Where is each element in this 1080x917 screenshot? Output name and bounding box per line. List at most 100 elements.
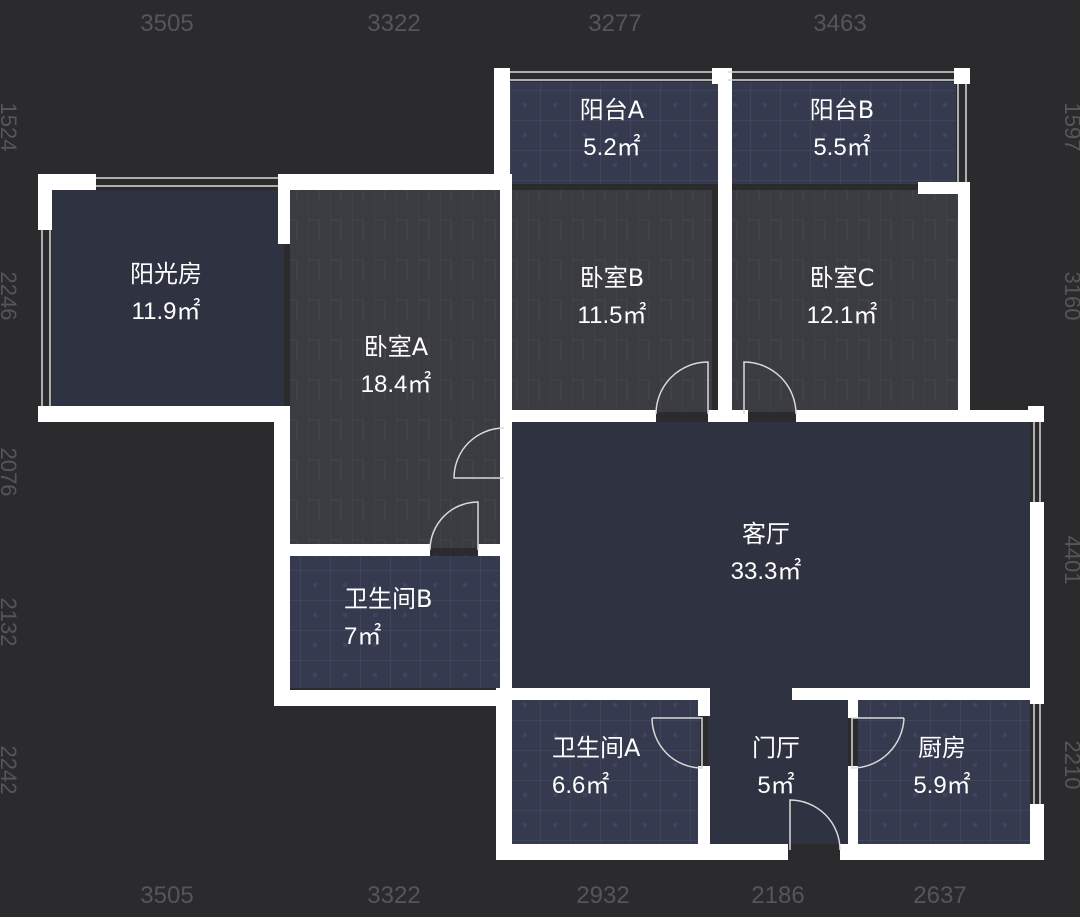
room-area: 7㎡ (344, 623, 382, 650)
room-area: 18.4㎡ (360, 371, 432, 398)
door-bedroom-b (655, 361, 709, 415)
wall (278, 174, 512, 190)
room-name: 阳台A (579, 96, 645, 124)
wall (500, 476, 512, 546)
room-floors (52, 82, 1030, 844)
window (96, 177, 278, 187)
door-bathroom-b (429, 501, 479, 551)
wall (38, 174, 96, 190)
room-area: 5.5㎡ (813, 134, 871, 161)
room-area: 11.9㎡ (131, 298, 201, 325)
wall (496, 844, 788, 860)
kitchen-floor (858, 700, 1030, 844)
room-label-foyer: 门厅 5㎡ (752, 729, 800, 805)
balcony-b-floor (732, 82, 956, 184)
wall (500, 410, 656, 422)
room-label-living-room: 客厅 33.3㎡ (731, 515, 802, 591)
room-area: 11.5㎡ (577, 302, 647, 329)
window (1033, 422, 1041, 502)
wall (848, 700, 858, 718)
room-name: 阳台B (809, 96, 875, 124)
room-area: 5㎡ (757, 772, 795, 799)
wall (274, 406, 290, 706)
room-label-bathroom-b: 卫生间B 7㎡ (344, 580, 432, 656)
bedroom-c-floor (732, 190, 960, 412)
walls (38, 68, 1044, 860)
dimension-top-3: 3277 (588, 10, 642, 37)
room-area: 5.9㎡ (913, 772, 971, 799)
wall (958, 182, 970, 422)
wall (1028, 406, 1044, 422)
doors (429, 361, 905, 851)
room-name: 卧室C (809, 264, 875, 292)
wall (954, 68, 970, 84)
window (728, 71, 954, 81)
door-kitchen (851, 717, 905, 769)
room-label-balcony-a: 阳台A 5.2㎡ (580, 91, 644, 167)
room-area: 6.6㎡ (552, 772, 610, 799)
dimension-top-4: 3463 (813, 10, 867, 37)
wall (1030, 502, 1044, 704)
room-name: 客厅 (742, 520, 790, 548)
bathroom-b-floor (290, 556, 502, 688)
room-name: 门厅 (752, 734, 800, 762)
wall (792, 688, 1044, 700)
door-bedroom-a (453, 427, 505, 479)
room-name: 厨房 (918, 734, 966, 762)
room-name: 阳光房 (130, 260, 202, 288)
dimension-bottom-5: 2637 (913, 882, 967, 909)
dimension-top-1: 3505 (140, 10, 194, 37)
room-label-bedroom-a: 卧室A 18.4㎡ (361, 328, 432, 404)
door-bathroom-a (651, 717, 703, 769)
balcony-a-floor (510, 82, 720, 184)
wall (496, 688, 512, 860)
dimension-bottom-2: 3322 (367, 882, 421, 909)
wall (512, 688, 710, 700)
wall (796, 410, 1030, 422)
sunroom-floor (52, 190, 284, 408)
window (41, 230, 51, 406)
room-label-bedroom-c: 卧室C 12.1㎡ (807, 259, 878, 335)
room-area: 33.3㎡ (730, 558, 802, 585)
window (510, 71, 712, 81)
room-label-kitchen: 厨房 5.9㎡ (913, 729, 970, 805)
foyer-floor (708, 690, 848, 844)
wall (840, 844, 1044, 860)
room-name: 卫生间A (552, 734, 641, 762)
wall (500, 186, 512, 546)
dimension-bottom-3: 2932 (576, 882, 630, 909)
room-area: 5.2㎡ (583, 134, 641, 161)
bedroom-a-floor (290, 190, 502, 548)
wall (848, 766, 858, 860)
wall (494, 68, 510, 188)
window (957, 84, 967, 182)
wall (698, 766, 710, 860)
bathroom-a-floor (512, 700, 700, 844)
wall (500, 544, 512, 694)
door-entrance (789, 799, 841, 851)
wall (718, 68, 732, 422)
dimension-bottom-4: 2186 (751, 882, 805, 909)
room-label-bedroom-b: 卧室B 11.5㎡ (578, 259, 647, 335)
wall (708, 410, 748, 422)
wall (918, 182, 970, 194)
wall (698, 688, 710, 716)
wall (284, 544, 430, 556)
room-label-sunroom: 阳光房 11.9㎡ (130, 255, 202, 331)
dimension-top-2: 3322 (367, 10, 421, 37)
living-room-floor (512, 422, 1030, 690)
room-name: 卧室B (579, 264, 645, 292)
room-area: 12.1㎡ (806, 302, 878, 329)
dimension-bottom-1: 3505 (140, 882, 194, 909)
wall (38, 406, 290, 422)
wall (274, 690, 512, 706)
window (1033, 704, 1041, 804)
wall (278, 174, 290, 244)
wall (38, 174, 52, 230)
windows (41, 71, 1041, 804)
room-label-balcony-b: 阳台B 5.5㎡ (810, 91, 874, 167)
door-bedroom-c (743, 361, 797, 415)
room-name: 卫生间B (344, 585, 433, 613)
bedroom-b-floor (512, 190, 712, 412)
